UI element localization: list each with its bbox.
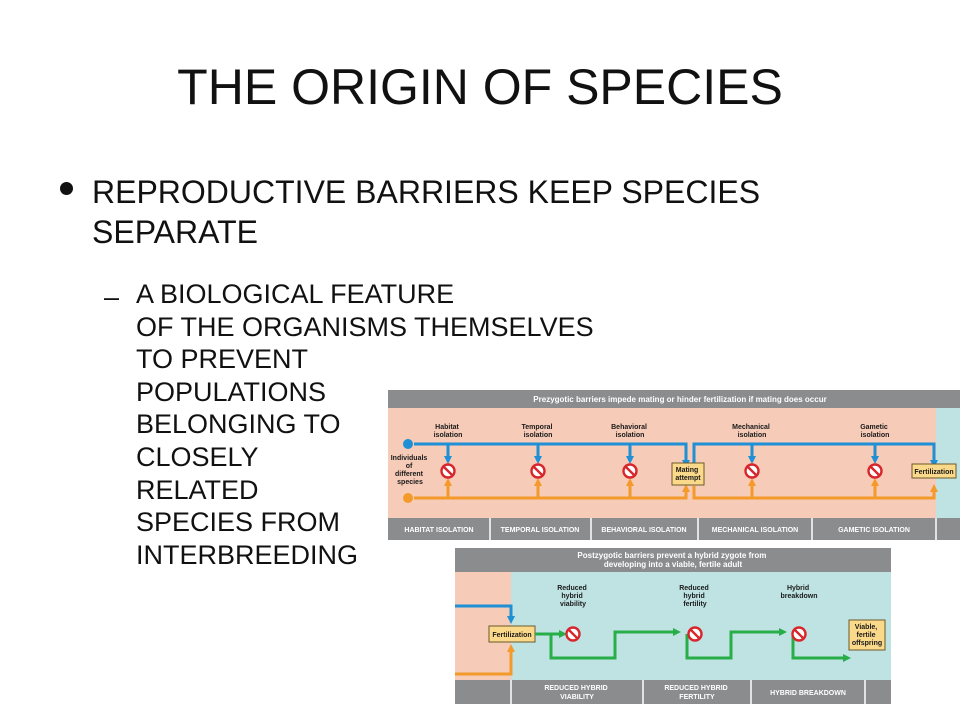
species-b-path-2 xyxy=(692,484,938,500)
postzygotic-figure: Postzygotic barriers prevent a hybrid zy… xyxy=(455,548,891,704)
mating-attempt-label: Mating attempt xyxy=(675,467,701,482)
prezygotic-zygote-zone xyxy=(936,408,960,518)
fertilization-box xyxy=(911,463,957,479)
sub-bullet-line: INTERBREEDING xyxy=(136,539,359,570)
sub-bullet-line: OF THE ORGANISMS THEMSELVES xyxy=(136,311,594,342)
viability-block-icon xyxy=(565,626,581,642)
hybrid-breakdown-label: Hybrid breakdown xyxy=(781,585,818,600)
sub-bullet-line: TO PREVENT xyxy=(136,344,309,375)
behavioral-isolation-label: Behavioral isolation xyxy=(611,424,649,439)
footer-hybrid-breakdown: HYBRID BREAKDOWN xyxy=(770,690,846,697)
mechanical-block-icon xyxy=(744,463,760,479)
sub-bullet-line: CLOSELY xyxy=(136,441,259,472)
sub-bullet-line: SPECIES FROM xyxy=(136,507,341,538)
sub-bullet-dash: – xyxy=(104,282,120,312)
species-b-dot xyxy=(403,493,413,503)
prezygotic-header: Prezygotic barriers impede mating or hin… xyxy=(533,395,826,404)
gametic-isolation-label: Gametic isolation xyxy=(860,424,890,439)
hybrid-path xyxy=(535,630,847,660)
mechanical-isolation-label: Mechanical isolation xyxy=(732,424,772,439)
slide-title: THE ORIGIN OF SPECIES xyxy=(177,59,783,115)
sub-bullet-line: POPULATIONS xyxy=(136,376,327,407)
prezygotic-header-bar xyxy=(388,390,960,408)
footer-habitat: HABITAT ISOLATION xyxy=(404,527,473,534)
sub-bullet-line: A BIOLOGICAL FEATURE xyxy=(136,279,455,309)
species-a-incoming xyxy=(455,604,515,624)
species-b-incoming xyxy=(455,644,515,676)
bullet-dot xyxy=(60,182,73,195)
viable-offspring-box xyxy=(848,619,886,651)
temporal-isolation-label: Temporal isolation xyxy=(522,424,555,439)
sub-bullet-line: RELATED xyxy=(136,474,259,505)
gametic-block-icon xyxy=(867,463,883,479)
reduced-fertility-label: Reduced hybrid fertility xyxy=(679,585,711,608)
mating-attempt-box xyxy=(671,462,705,486)
temporal-block-icon xyxy=(530,463,546,479)
post-fertilization-label: Fertilization xyxy=(492,632,531,639)
footer-reduced-viability: REDUCED HYBRID VIABILITY xyxy=(544,685,609,701)
fertilization-label: Fertilization xyxy=(914,469,953,476)
breakdown-block-icon xyxy=(791,626,807,642)
footer-temporal: TEMPORAL ISOLATION xyxy=(501,527,580,534)
fertility-block-icon xyxy=(687,626,703,642)
viable-offspring-label: Viable, fertile offspring xyxy=(852,624,882,647)
main-bullet: REPRODUCTIVE BARRIERS KEEP SPECIES SEPAR… xyxy=(92,174,761,250)
individuals-label: Individuals of different species xyxy=(391,455,430,486)
sub-bullet: A BIOLOGICAL FEATURE OF THE ORGANISMS TH… xyxy=(136,278,676,571)
footer-reduced-fertility: REDUCED HYBRID FERTILITY xyxy=(664,685,729,701)
species-a-path xyxy=(414,442,690,468)
footer-gametic: GAMETIC ISOLATION xyxy=(838,527,910,534)
postzygotic-header-bar xyxy=(455,548,891,572)
sub-bullet-line: BELONGING TO xyxy=(136,409,341,440)
species-a-path-2 xyxy=(692,442,938,474)
species-b-path xyxy=(414,484,690,500)
footer-mechanical: MECHANICAL ISOLATION xyxy=(712,527,798,534)
prezygotic-footer-bar xyxy=(388,518,960,540)
postzygotic-footer-bar xyxy=(455,680,891,704)
behavioral-block-icon xyxy=(622,463,638,479)
prezygotic-figure: Prezygotic barriers impede mating or hin… xyxy=(388,390,960,540)
species-a-dot xyxy=(403,439,413,449)
habitat-block-icon xyxy=(440,463,456,479)
footer-behavioral: BEHAVIORAL ISOLATION xyxy=(601,527,686,534)
habitat-isolation-label: Habitat isolation xyxy=(434,424,463,439)
postzygotic-header: Postzygotic barriers prevent a hybrid zy… xyxy=(577,551,768,569)
reduced-viability-label: Reduced hybrid viability xyxy=(557,585,589,608)
